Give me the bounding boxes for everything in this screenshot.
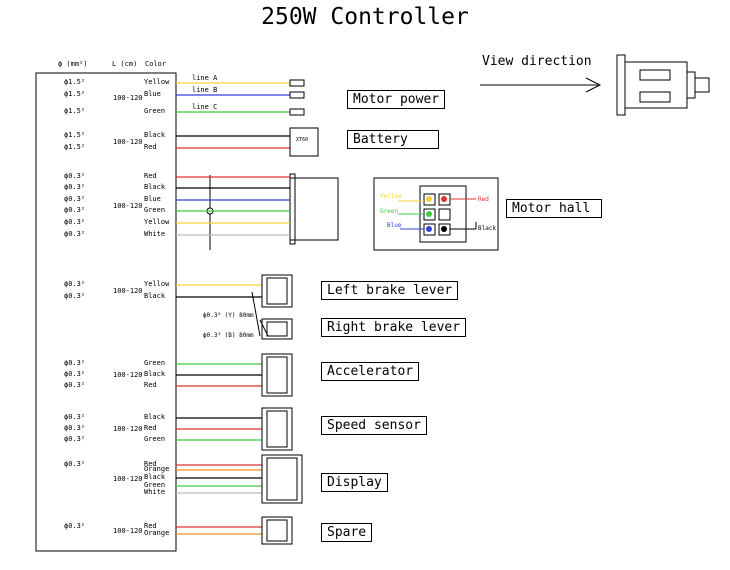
hall-black-label: Black (478, 225, 497, 232)
battery-connector-label: XT60 (296, 137, 309, 143)
wire-diameter: ϕ0.3² (64, 370, 86, 378)
wire-length: 100-120 (113, 475, 143, 483)
label-speed-sensor: Speed sensor (321, 416, 427, 435)
wire-color-label: Red (144, 381, 157, 389)
display-connector (261, 454, 303, 504)
wire-length: 100-120 (113, 93, 143, 102)
wire-length: 100-120 (113, 138, 143, 146)
label-left-brake-lever: Left brake lever (321, 281, 459, 300)
label-battery: Battery (347, 130, 439, 149)
wire-diameter: ϕ0.3² (64, 206, 86, 214)
wire-diameter: ϕ0.3² (64, 413, 86, 421)
label-motor-power: Motor power (347, 90, 446, 109)
wire-color-label: Black (144, 370, 166, 378)
wire-color-label: Black (144, 292, 166, 300)
view-direction-label: View direction (482, 54, 592, 69)
brake-note-yellow: ϕ0.3² (Y) 80mm (203, 312, 254, 319)
wire-diameter: ϕ0.3² (64, 218, 86, 226)
wire-diameter: ϕ0.3² (64, 230, 86, 238)
wire-color-label: Yellow (144, 218, 170, 226)
wire-color-label: Yellow (144, 78, 170, 86)
right-brake-lever-connector (261, 318, 293, 340)
wire-color-label: Red (144, 424, 157, 432)
motor-hall-detail (373, 177, 499, 251)
wire-color-label: White (144, 230, 166, 238)
label-right-brake-lever: Right brake lever (321, 318, 467, 337)
spare-connector (261, 516, 293, 545)
wire-diameter: ϕ1.5² (64, 107, 86, 115)
page-title: 250W Controller (261, 4, 469, 30)
wire-diameter: ϕ0.3² (64, 359, 86, 367)
wire-length: 100-120 (113, 425, 143, 433)
motor-plug (289, 91, 305, 99)
wire-line-label: line B (192, 86, 218, 94)
wire-diameter: ϕ1.5² (64, 90, 86, 98)
wire-color-label: Red (144, 522, 157, 530)
wire-color-label: Red (144, 460, 157, 468)
brake-note-black: ϕ0.3² (B) 80mm (203, 332, 254, 339)
wire-color-label: Blue (144, 195, 161, 203)
hall-connector (289, 177, 339, 241)
wire-diameter: ϕ0.3² (64, 460, 86, 468)
motor-plug (289, 79, 305, 87)
wire-length: 100-120 (113, 202, 143, 210)
wire-color-label: Orange (144, 529, 170, 537)
header-diameter: ϕ (mm²) (58, 60, 88, 68)
wire-color-label: Green (144, 107, 166, 115)
wire-diameter: ϕ0.3² (64, 280, 86, 288)
wire-color-label: Black (144, 183, 166, 191)
wire-diameter: ϕ0.3² (64, 424, 86, 432)
wire-color-label: Orange (144, 465, 170, 473)
speed-sensor-connector (261, 407, 293, 451)
wire-diameter: ϕ0.3² (64, 522, 86, 530)
motor-plug (289, 108, 305, 116)
label-display: Display (321, 473, 388, 492)
wire-diameter: ϕ1.5² (64, 143, 86, 151)
accelerator-connector (261, 353, 293, 397)
wire-color-label: Red (144, 143, 157, 151)
wire-color-label: Blue (144, 90, 161, 98)
wire-diameter: ϕ0.3² (64, 183, 86, 191)
wire-color-label: Black (144, 131, 166, 139)
wire-color-label: Red (144, 172, 157, 180)
label-motor-hall: Motor hall (506, 199, 602, 218)
battery-connector (289, 127, 319, 157)
left-brake-lever-connector (261, 274, 293, 308)
wire-diameter: ϕ0.3² (64, 381, 86, 389)
wire-line-label: line A (192, 74, 218, 82)
wire-color-label: Green (144, 359, 166, 367)
header-length: L (cm) (112, 60, 138, 68)
wire-length: 100-120 (113, 526, 143, 535)
wire-diameter: ϕ0.3² (64, 172, 86, 180)
hall-red-label: Red (478, 196, 489, 203)
header-color: Color (145, 60, 167, 68)
wire-diameter: ϕ0.3² (64, 195, 86, 203)
wire-color-label: Green (144, 206, 166, 214)
wire-diameter: ϕ0.3² (64, 435, 86, 443)
wire-color-label: Green (144, 481, 166, 489)
wire-diameter: ϕ0.3² (64, 292, 86, 300)
hall-blue-label: Blue (387, 222, 402, 229)
label-accelerator: Accelerator (321, 362, 420, 381)
label-spare: Spare (321, 523, 373, 542)
wire-color-label: Black (144, 473, 166, 481)
hall-yellow-label: Yellow (380, 193, 402, 200)
wire-color-label: White (144, 488, 166, 496)
wire-color-label: Green (144, 435, 166, 443)
wire-length: 100-120 (113, 371, 143, 379)
wire-color-label: Black (144, 413, 166, 421)
wire-diameter: ϕ1.5² (64, 78, 86, 86)
wire-color-label: Yellow (144, 280, 170, 288)
controller-body (35, 72, 177, 552)
wire-line-label: line C (192, 103, 218, 111)
wire-diameter: ϕ1.5² (64, 131, 86, 139)
wire-length: 100-120 (113, 287, 143, 295)
motor-icon (616, 54, 710, 116)
hall-green-label: Green (380, 208, 399, 215)
